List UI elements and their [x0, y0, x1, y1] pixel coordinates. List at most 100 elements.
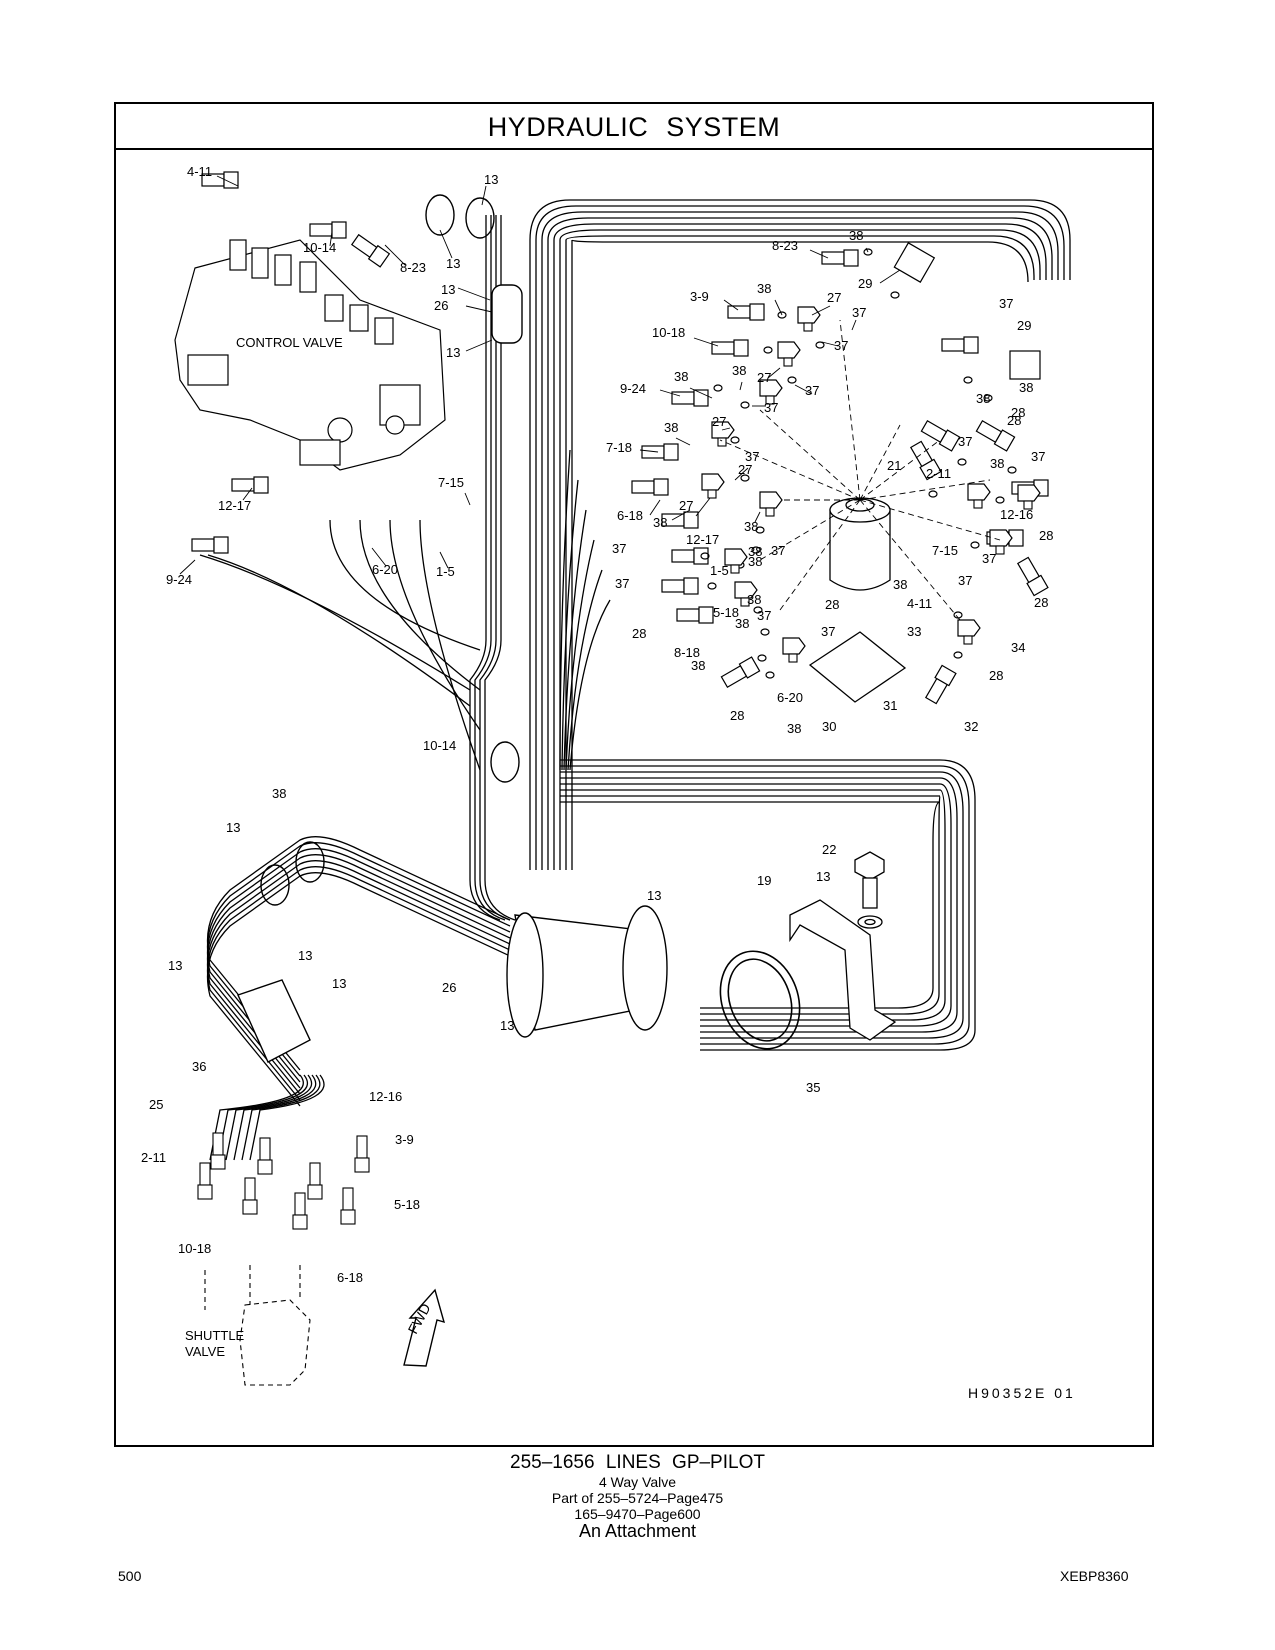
- pressure-switch: [1009, 350, 1041, 380]
- callout-label: 27: [679, 498, 693, 513]
- shuttle-fitting: [307, 1162, 323, 1200]
- o-ring: [760, 628, 770, 636]
- fwd-arrow: FWD: [403, 1288, 446, 1367]
- o-ring: [815, 341, 825, 349]
- shuttle-fitting: [292, 1192, 308, 1230]
- callout-label: 37: [852, 305, 866, 320]
- hose-line: [479, 215, 511, 921]
- callout-label: 37: [764, 400, 778, 415]
- callout-leader: [811, 305, 831, 316]
- callout-label: 13: [816, 869, 830, 884]
- hose-fitting: [720, 656, 761, 689]
- callout-leader: [649, 499, 661, 516]
- callout-leader: [464, 492, 471, 506]
- callout-label: 37: [805, 383, 819, 398]
- hose-clamp: [465, 197, 495, 239]
- dashed-connector: [859, 479, 991, 501]
- callout-label: 38: [744, 519, 758, 534]
- callout-leader: [242, 487, 253, 501]
- elbow-fitting: [797, 306, 821, 332]
- o-ring: [763, 346, 773, 354]
- callout-label: 37: [821, 624, 835, 639]
- hose-fitting: [631, 478, 669, 496]
- callout-leader: [371, 547, 387, 567]
- o-ring: [890, 291, 900, 299]
- bolt-36: [854, 851, 885, 929]
- hose-line: [329, 519, 481, 651]
- elbow-fitting: [759, 379, 783, 405]
- callout-leader: [329, 231, 333, 247]
- callout-label: 38: [990, 456, 1004, 471]
- shuttle-fitting: [210, 1132, 226, 1170]
- page-number: 500: [118, 1568, 142, 1584]
- hose-fitting: [191, 536, 229, 554]
- callout-label: 30: [822, 719, 836, 734]
- callout-label: 38: [748, 554, 762, 569]
- callout-label: 10-18: [178, 1241, 211, 1256]
- callout-label: 4-11: [187, 164, 212, 179]
- callout-label: 13: [168, 958, 182, 973]
- callout-label: 13: [332, 976, 346, 991]
- callout-leader: [865, 247, 869, 253]
- dashed-connector: [859, 439, 941, 501]
- hose-fitting: [924, 664, 957, 705]
- hose-line: [233, 1074, 317, 1161]
- callout-label: 4-11: [907, 596, 932, 611]
- hose-fitting: [661, 577, 699, 595]
- callout-label: 22: [822, 842, 836, 857]
- hose-line: [206, 848, 511, 1083]
- hose-line: [559, 229, 1041, 870]
- callout-label: 28: [730, 708, 744, 723]
- callout-label: 38: [757, 281, 771, 296]
- o-ring: [953, 651, 963, 659]
- callout-label: 37: [958, 573, 972, 588]
- callout-leader: [671, 509, 691, 521]
- callout-leader: [675, 437, 691, 446]
- callout-leader: [481, 185, 487, 206]
- callout-label: 10-14: [303, 240, 336, 255]
- callout-leader: [439, 551, 449, 569]
- hose-line: [571, 239, 1029, 870]
- hose-line: [565, 235, 1035, 870]
- fittings-group: [191, 171, 1049, 1230]
- callout-label: 2-11: [141, 1150, 166, 1165]
- hose-line: [241, 1074, 321, 1161]
- hose-line: [206, 872, 511, 1107]
- part-subtitle: 4 Way Valve: [598, 1474, 677, 1490]
- callout-label: 34: [1011, 640, 1025, 655]
- hose-fitting: [641, 443, 679, 461]
- callout-label: 6-18: [337, 1270, 363, 1285]
- o-ring: [730, 436, 740, 444]
- callout-label: 12-17: [218, 498, 251, 513]
- hose-line: [206, 860, 511, 1095]
- dashed-connector: [839, 319, 861, 501]
- callout-label: 29: [858, 276, 872, 291]
- callout-label: 38: [893, 577, 907, 592]
- callout-label: 27: [738, 462, 752, 477]
- callout-leader: [809, 249, 829, 259]
- o-ring: [707, 582, 717, 590]
- callout-label: 37: [745, 449, 759, 464]
- callout-leader: [767, 367, 781, 379]
- callout-label: 37: [834, 338, 848, 353]
- callout-label: 6-20: [777, 690, 803, 705]
- callout-label: 28: [1007, 413, 1021, 428]
- hose-fitting: [1016, 556, 1049, 597]
- callout-label: 13: [484, 172, 498, 187]
- hose-line: [474, 215, 506, 921]
- control-valve-label: CONTROL VALVE: [236, 335, 343, 350]
- callout-leader: [693, 337, 719, 347]
- callout-label: 33: [907, 624, 921, 639]
- callout-label: 38: [748, 544, 762, 559]
- hose-fitting: [920, 419, 961, 452]
- hose-line: [217, 1074, 309, 1161]
- callout-leader: [851, 319, 857, 331]
- hose-line: [563, 509, 587, 771]
- callout-label: 27: [757, 370, 771, 385]
- dashed-connector: [759, 409, 861, 501]
- dashed-connector: [719, 439, 861, 501]
- hose-line: [569, 599, 611, 771]
- callout-label: 28: [825, 597, 839, 612]
- hose-clamp: [295, 841, 325, 883]
- callout-label: 27: [827, 290, 841, 305]
